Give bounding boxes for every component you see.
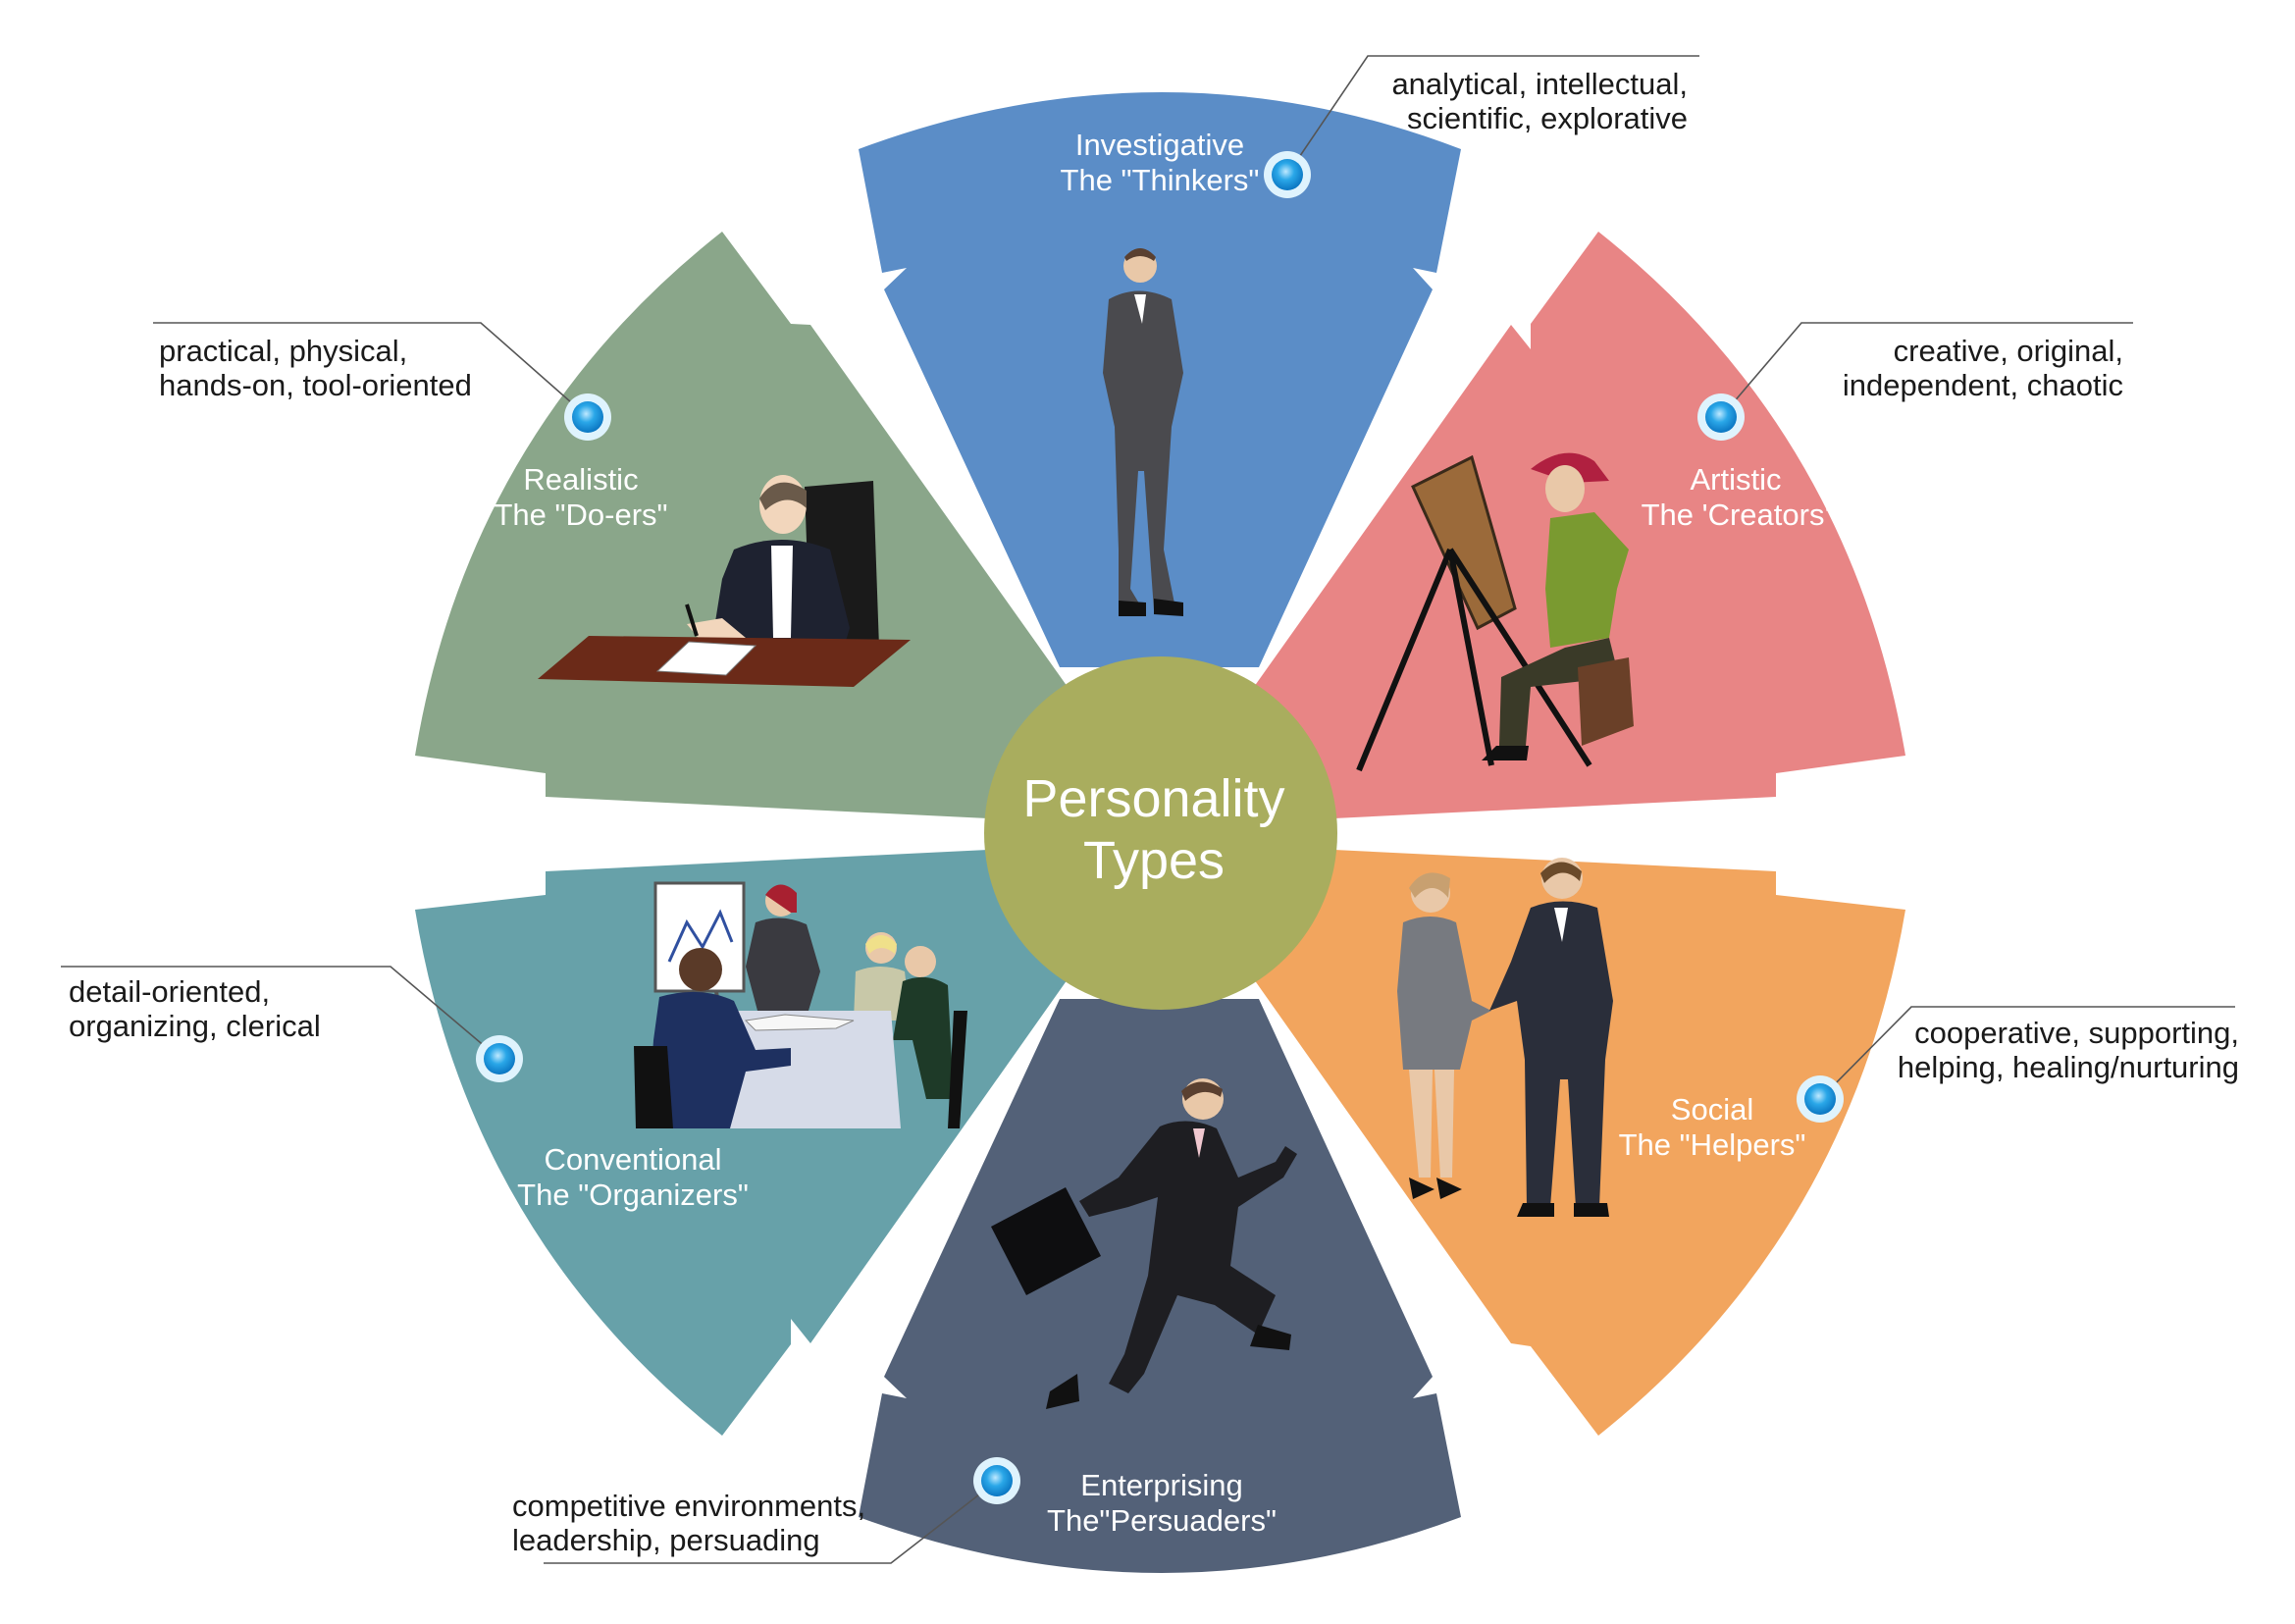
svg-text:hands-on, tool-oriented: hands-on, tool-oriented bbox=[159, 368, 472, 402]
handshake-icon bbox=[1397, 858, 1613, 1217]
svg-text:detail-oriented,: detail-oriented, bbox=[69, 974, 270, 1009]
svg-text:practical, physical,: practical, physical, bbox=[159, 334, 407, 368]
segment-conventional-label: Conventional The "Organizers" bbox=[517, 1142, 749, 1212]
svg-text:scientific, explorative: scientific, explorative bbox=[1407, 101, 1688, 135]
svg-text:The"Persuaders": The"Persuaders" bbox=[1047, 1503, 1277, 1538]
leader-line-investigative bbox=[1286, 55, 1699, 176]
svg-text:The "Do-ers": The "Do-ers" bbox=[494, 498, 667, 532]
svg-text:Enterprising: Enterprising bbox=[1080, 1468, 1242, 1502]
svg-text:Realistic: Realistic bbox=[523, 462, 638, 497]
svg-text:The "Thinkers": The "Thinkers" bbox=[1061, 163, 1260, 197]
center-title-line1: Personality bbox=[1022, 769, 1284, 828]
traits-conventional: detail-oriented, organizing, clerical bbox=[69, 974, 321, 1043]
running-businessman-icon bbox=[991, 1078, 1297, 1409]
svg-text:competitive environments,: competitive environments, bbox=[512, 1489, 865, 1523]
segment-enterprising-label: Enterprising The"Persuaders" bbox=[1047, 1468, 1277, 1538]
marker-dot-enterprising bbox=[973, 1457, 1020, 1504]
marker-dot-social bbox=[1797, 1075, 1844, 1123]
svg-text:independent, chaotic: independent, chaotic bbox=[1843, 368, 2123, 402]
traits-investigative: analytical, intellectual, scientific, ex… bbox=[1391, 67, 1688, 135]
svg-text:leadership, persuading: leadership, persuading bbox=[512, 1523, 820, 1557]
traits-artistic: creative, original, independent, chaotic bbox=[1843, 334, 2123, 402]
marker-dot-conventional bbox=[476, 1035, 523, 1082]
segment-investigative-label: Investigative The "Thinkers" bbox=[1061, 128, 1260, 197]
thinking-man-icon bbox=[1103, 248, 1183, 616]
svg-text:analytical, intellectual,: analytical, intellectual, bbox=[1391, 67, 1688, 101]
center-circle bbox=[984, 656, 1337, 1010]
center-title-line2: Types bbox=[1083, 831, 1225, 890]
leader-line-social bbox=[1819, 1006, 2235, 1100]
svg-text:The 'Creators': The 'Creators' bbox=[1642, 498, 1831, 532]
svg-text:The "Helpers": The "Helpers" bbox=[1619, 1127, 1806, 1162]
svg-text:Social: Social bbox=[1671, 1092, 1753, 1126]
svg-text:helping, healing/nurturing: helping, healing/nurturing bbox=[1898, 1050, 2239, 1084]
leader-line-realistic bbox=[153, 322, 589, 418]
svg-text:Artistic: Artistic bbox=[1691, 462, 1782, 497]
traits-social: cooperative, supporting, helping, healin… bbox=[1898, 1016, 2239, 1084]
meeting-table-icon bbox=[634, 881, 967, 1128]
leader-line-enterprising bbox=[544, 1480, 998, 1564]
svg-text:organizing, clerical: organizing, clerical bbox=[69, 1009, 321, 1043]
traits-realistic: practical, physical, hands-on, tool-orie… bbox=[159, 334, 472, 402]
svg-text:The "Organizers": The "Organizers" bbox=[517, 1178, 749, 1212]
svg-text:Investigative: Investigative bbox=[1075, 128, 1244, 162]
marker-dot-realistic bbox=[564, 393, 611, 441]
segment-realistic-label: Realistic The "Do-ers" bbox=[494, 462, 667, 532]
segment-social-label: Social The "Helpers" bbox=[1619, 1092, 1806, 1162]
svg-text:Conventional: Conventional bbox=[545, 1142, 722, 1177]
marker-dot-investigative bbox=[1264, 151, 1311, 198]
marker-dot-artistic bbox=[1697, 393, 1745, 441]
leader-line-conventional bbox=[61, 966, 500, 1060]
svg-text:cooperative, supporting,: cooperative, supporting, bbox=[1914, 1016, 2239, 1050]
traits-enterprising: competitive environments, leadership, pe… bbox=[512, 1489, 865, 1557]
segment-artistic-label: Artistic The 'Creators' bbox=[1642, 462, 1831, 532]
painter-easel-icon bbox=[1356, 452, 1634, 772]
desk-worker-icon bbox=[538, 475, 911, 687]
svg-text:creative, original,: creative, original, bbox=[1894, 334, 2123, 368]
leader-line-artistic bbox=[1720, 322, 2133, 418]
